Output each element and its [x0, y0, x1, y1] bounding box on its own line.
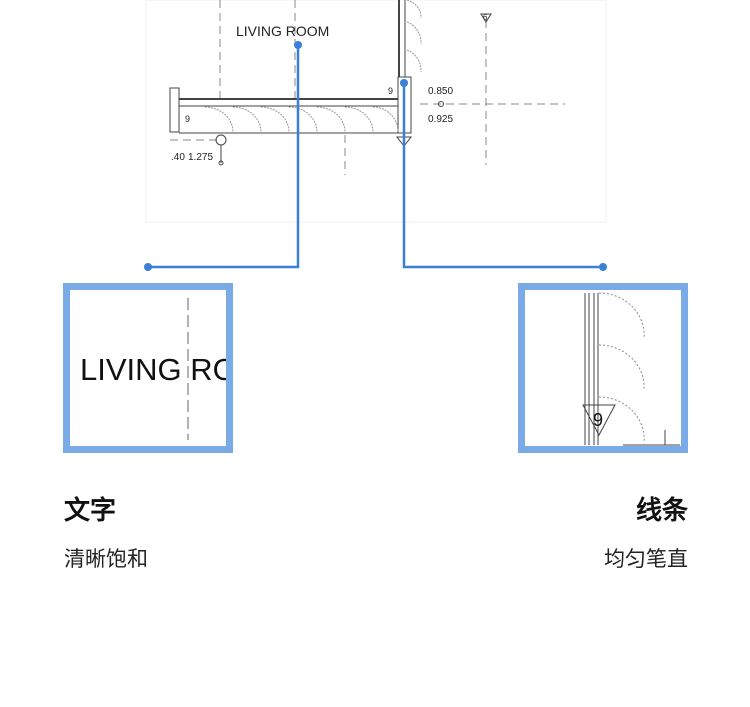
line-zoom-box: 9 — [518, 283, 688, 453]
dimension-label: 0.850 — [428, 86, 453, 97]
dimension-label: .40 — [171, 152, 185, 163]
text-feature-title: 文字 — [64, 496, 117, 526]
dimension-label: 0.925 — [428, 114, 453, 125]
text-feature-subtitle: 清晰饱和 — [64, 547, 148, 571]
zoomed-text: LIVING RO — [80, 352, 226, 387]
zoomed-tag: 9 — [593, 410, 603, 430]
callout-dot — [400, 79, 408, 87]
line-feature-subtitle: 均匀笔直 — [604, 547, 688, 571]
text-zoom-box: LIVING RO — [63, 283, 233, 453]
dimension-label: 1.275 — [188, 152, 213, 163]
section-tag: 9 — [388, 86, 393, 96]
section-tag: 9 — [185, 114, 190, 124]
callout-lines — [148, 45, 603, 269]
section-tag: 6 — [483, 13, 488, 22]
callout-dot — [599, 263, 607, 271]
line-feature-title: 线条 — [635, 496, 688, 526]
room-label: LIVING ROOM — [236, 23, 329, 39]
callout-dot — [294, 41, 302, 49]
callout-dot — [144, 263, 152, 271]
